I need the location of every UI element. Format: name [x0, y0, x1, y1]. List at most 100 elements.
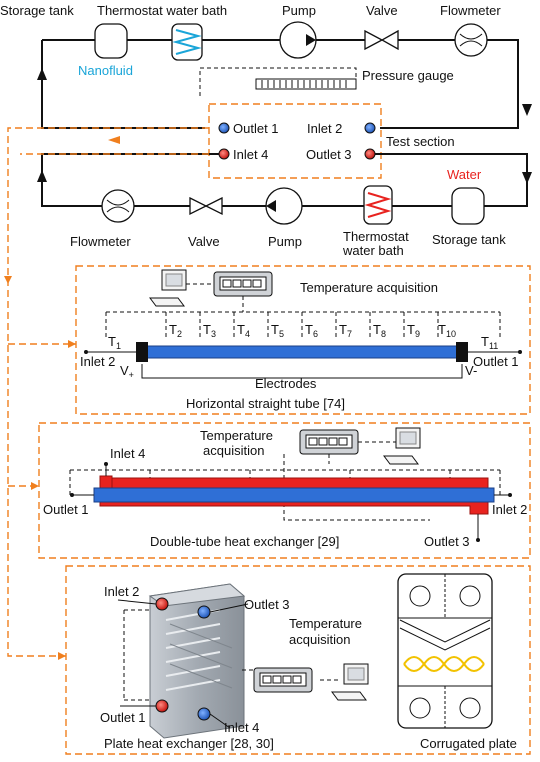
phx-wiring — [123, 609, 340, 701]
hst-wiring — [105, 296, 501, 340]
connector-lines — [4, 127, 209, 660]
horizontal-tube-panel: Temperature acquisition T1 T2 T3 T4 T5 T… — [75, 265, 531, 415]
inlet4-port — [218, 148, 230, 160]
thermostat-bottom — [363, 185, 393, 225]
phx-box — [65, 565, 531, 755]
water-arrow-up — [37, 170, 47, 182]
phx-caption: Plate heat exchanger [28, 30] — [104, 736, 274, 751]
thermostat-top — [171, 23, 203, 61]
valve-top-label: Valve — [366, 3, 398, 18]
nanofluid-pipe — [42, 39, 519, 129]
inlet2-port — [364, 122, 376, 134]
connector-arrow-4 — [31, 482, 39, 490]
hst-box — [75, 265, 531, 415]
flowmeter-top — [454, 23, 488, 57]
ts-outlet1: Outlet 1 — [233, 121, 279, 136]
nanofluid-arrow-down — [522, 104, 532, 116]
hst-outlet: Outlet 1 — [473, 354, 519, 369]
phx-leader-lines — [117, 599, 249, 729]
phx-temp-acq-1: Temperature — [289, 616, 362, 631]
dt-temp-acq-2: acquisition — [203, 443, 264, 458]
connector-arrow-3 — [68, 340, 76, 348]
sensor-label-9: T9 — [407, 322, 420, 339]
sensor-label-1: T1 — [108, 334, 121, 351]
dt-inlet2-point — [508, 493, 512, 497]
dt-temp-acq-1: Temperature — [200, 428, 273, 443]
sensor-label-10: T10 — [438, 322, 456, 339]
storage-tank-top — [94, 23, 128, 59]
phx-outlet3-port — [197, 605, 211, 619]
phx-outlet3: Outlet 3 — [244, 597, 290, 612]
dt-inlet4: Inlet 4 — [110, 446, 145, 461]
ts-inlet4: Inlet 4 — [233, 147, 268, 162]
hst-inlet-point — [84, 350, 88, 354]
outlet3-port — [364, 148, 376, 160]
pump-bottom-label: Pump — [268, 234, 302, 249]
outlet1-port — [218, 122, 230, 134]
sensor-label-4: T4 — [237, 322, 250, 339]
dt-wiring — [69, 454, 501, 521]
dt-outlet1: Outlet 1 — [43, 502, 89, 517]
storage-tank-top-label: Storage tank — [0, 3, 74, 18]
ts-label: Test section — [386, 134, 455, 149]
plate-hx-panel: Inlet 2 Outlet 3 Outlet 1 Inlet 4 Temper… — [65, 565, 531, 755]
sensor-label-2: T2 — [169, 322, 182, 339]
connector-arrow-1 — [4, 276, 12, 284]
phx-inlet4-port — [197, 707, 211, 721]
pressure-gauge-line — [199, 67, 357, 96]
dt-inlet2: Inlet 2 — [492, 502, 527, 517]
flowmeter-top-label: Flowmeter — [440, 3, 501, 18]
thermostat-bottom-label-1: Thermostat — [343, 229, 409, 244]
sensor-label-7: T7 — [339, 322, 352, 339]
data-logger — [213, 271, 273, 297]
ts-inlet2: Inlet 2 — [307, 121, 342, 136]
phx-outlet1: Outlet 1 — [100, 710, 146, 725]
sensor-label-11: T11 — [481, 334, 498, 351]
water-loop: Flowmeter Valve Pump Thermostat water ba… — [37, 104, 532, 258]
thermostat-bottom-label-2: water bath — [342, 243, 404, 258]
nanofluid-label: Nanofluid — [78, 63, 133, 78]
connector-arrow-2 — [108, 136, 120, 144]
dt-box — [38, 422, 531, 559]
dt-outlet1-point — [70, 493, 74, 497]
pressure-gauge-label: Pressure gauge — [362, 68, 454, 83]
phx-outlet1-port — [155, 699, 169, 713]
test-section: Outlet 1 Inlet 2 Inlet 4 Outlet 3 Test s… — [208, 103, 455, 179]
double-tube-panel: Temperature acquisition Inlet 4 Outlet 1 — [38, 422, 531, 559]
valve-top — [364, 29, 399, 51]
hst-inlet: Inlet 2 — [80, 354, 115, 369]
electrodes-label: Electrodes — [255, 376, 317, 391]
pump-top-label: Pump — [282, 3, 316, 18]
pump-bottom — [265, 187, 303, 225]
dt-outlet3: Outlet 3 — [424, 534, 470, 549]
sensor-label-6: T6 — [305, 322, 318, 339]
hst-temp-acq: Temperature acquisition — [300, 280, 438, 295]
dt-inlet4-point — [104, 462, 108, 466]
storage-tank-bottom-label: Storage tank — [432, 232, 506, 247]
phx-computer-icon — [331, 663, 369, 701]
v-minus: V- — [465, 363, 477, 378]
test-section-box — [208, 103, 382, 179]
hst-sensor-wires — [165, 312, 439, 340]
sensor-label-8: T8 — [373, 322, 386, 339]
phx-inlet2: Inlet 2 — [104, 584, 139, 599]
computer-icon — [149, 269, 187, 307]
electrode-left — [136, 342, 148, 362]
sensor-label-3: T3 — [203, 322, 216, 339]
valve-bottom — [189, 196, 223, 216]
flowmeter-bottom-label: Flowmeter — [70, 234, 131, 249]
phx-inlet2-port — [155, 597, 169, 611]
phx-data-logger — [253, 667, 313, 693]
valve-bottom-label: Valve — [188, 234, 220, 249]
thermostat-top-label: Thermostat water bath — [97, 3, 227, 18]
storage-tank-bottom — [451, 187, 485, 225]
phx-temp-acq-2: acquisition — [289, 632, 350, 647]
corrugated-plate — [397, 573, 493, 729]
flow-arrow-up — [37, 68, 47, 80]
electrode-bracket — [141, 364, 463, 379]
pressure-gauge — [255, 78, 357, 90]
water-label: Water — [447, 167, 482, 182]
flowmeter-bottom — [101, 189, 135, 223]
